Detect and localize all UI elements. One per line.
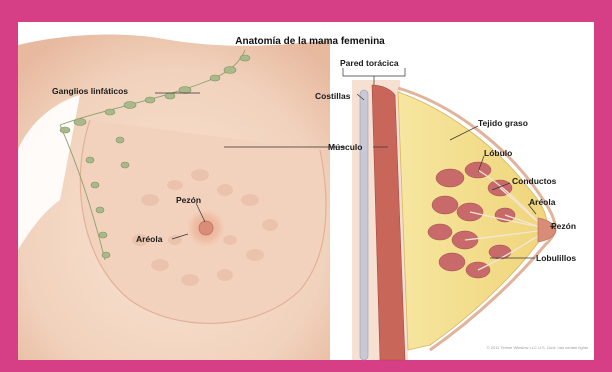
label-musculo: Músculo [328,142,362,152]
label-lobulillos: Lobulillos [536,253,576,263]
copyright-note: © 2011 Terese Winslow LLC U.S. Govt. has… [487,345,588,350]
nipple [199,221,213,235]
label-pezon-side: Pezón [551,221,576,231]
ribs [360,90,368,360]
label-ganglios: Ganglios linfáticos [52,86,128,96]
label-tejido-graso: Tejido graso [478,118,528,128]
label-pezon-front: Pezón [176,195,201,205]
label-pared-toracica: Pared torácica [340,58,399,68]
diagram-title: Anatomía de la mama femenina [235,36,385,47]
label-lobulo: Lóbulo [484,148,512,158]
label-conductos: Conductos [512,176,557,186]
label-areola-side: Aréola [529,197,556,207]
label-areola-front: Aréola [136,234,163,244]
label-costillas: Costillas [315,91,351,101]
front-view [18,35,330,360]
